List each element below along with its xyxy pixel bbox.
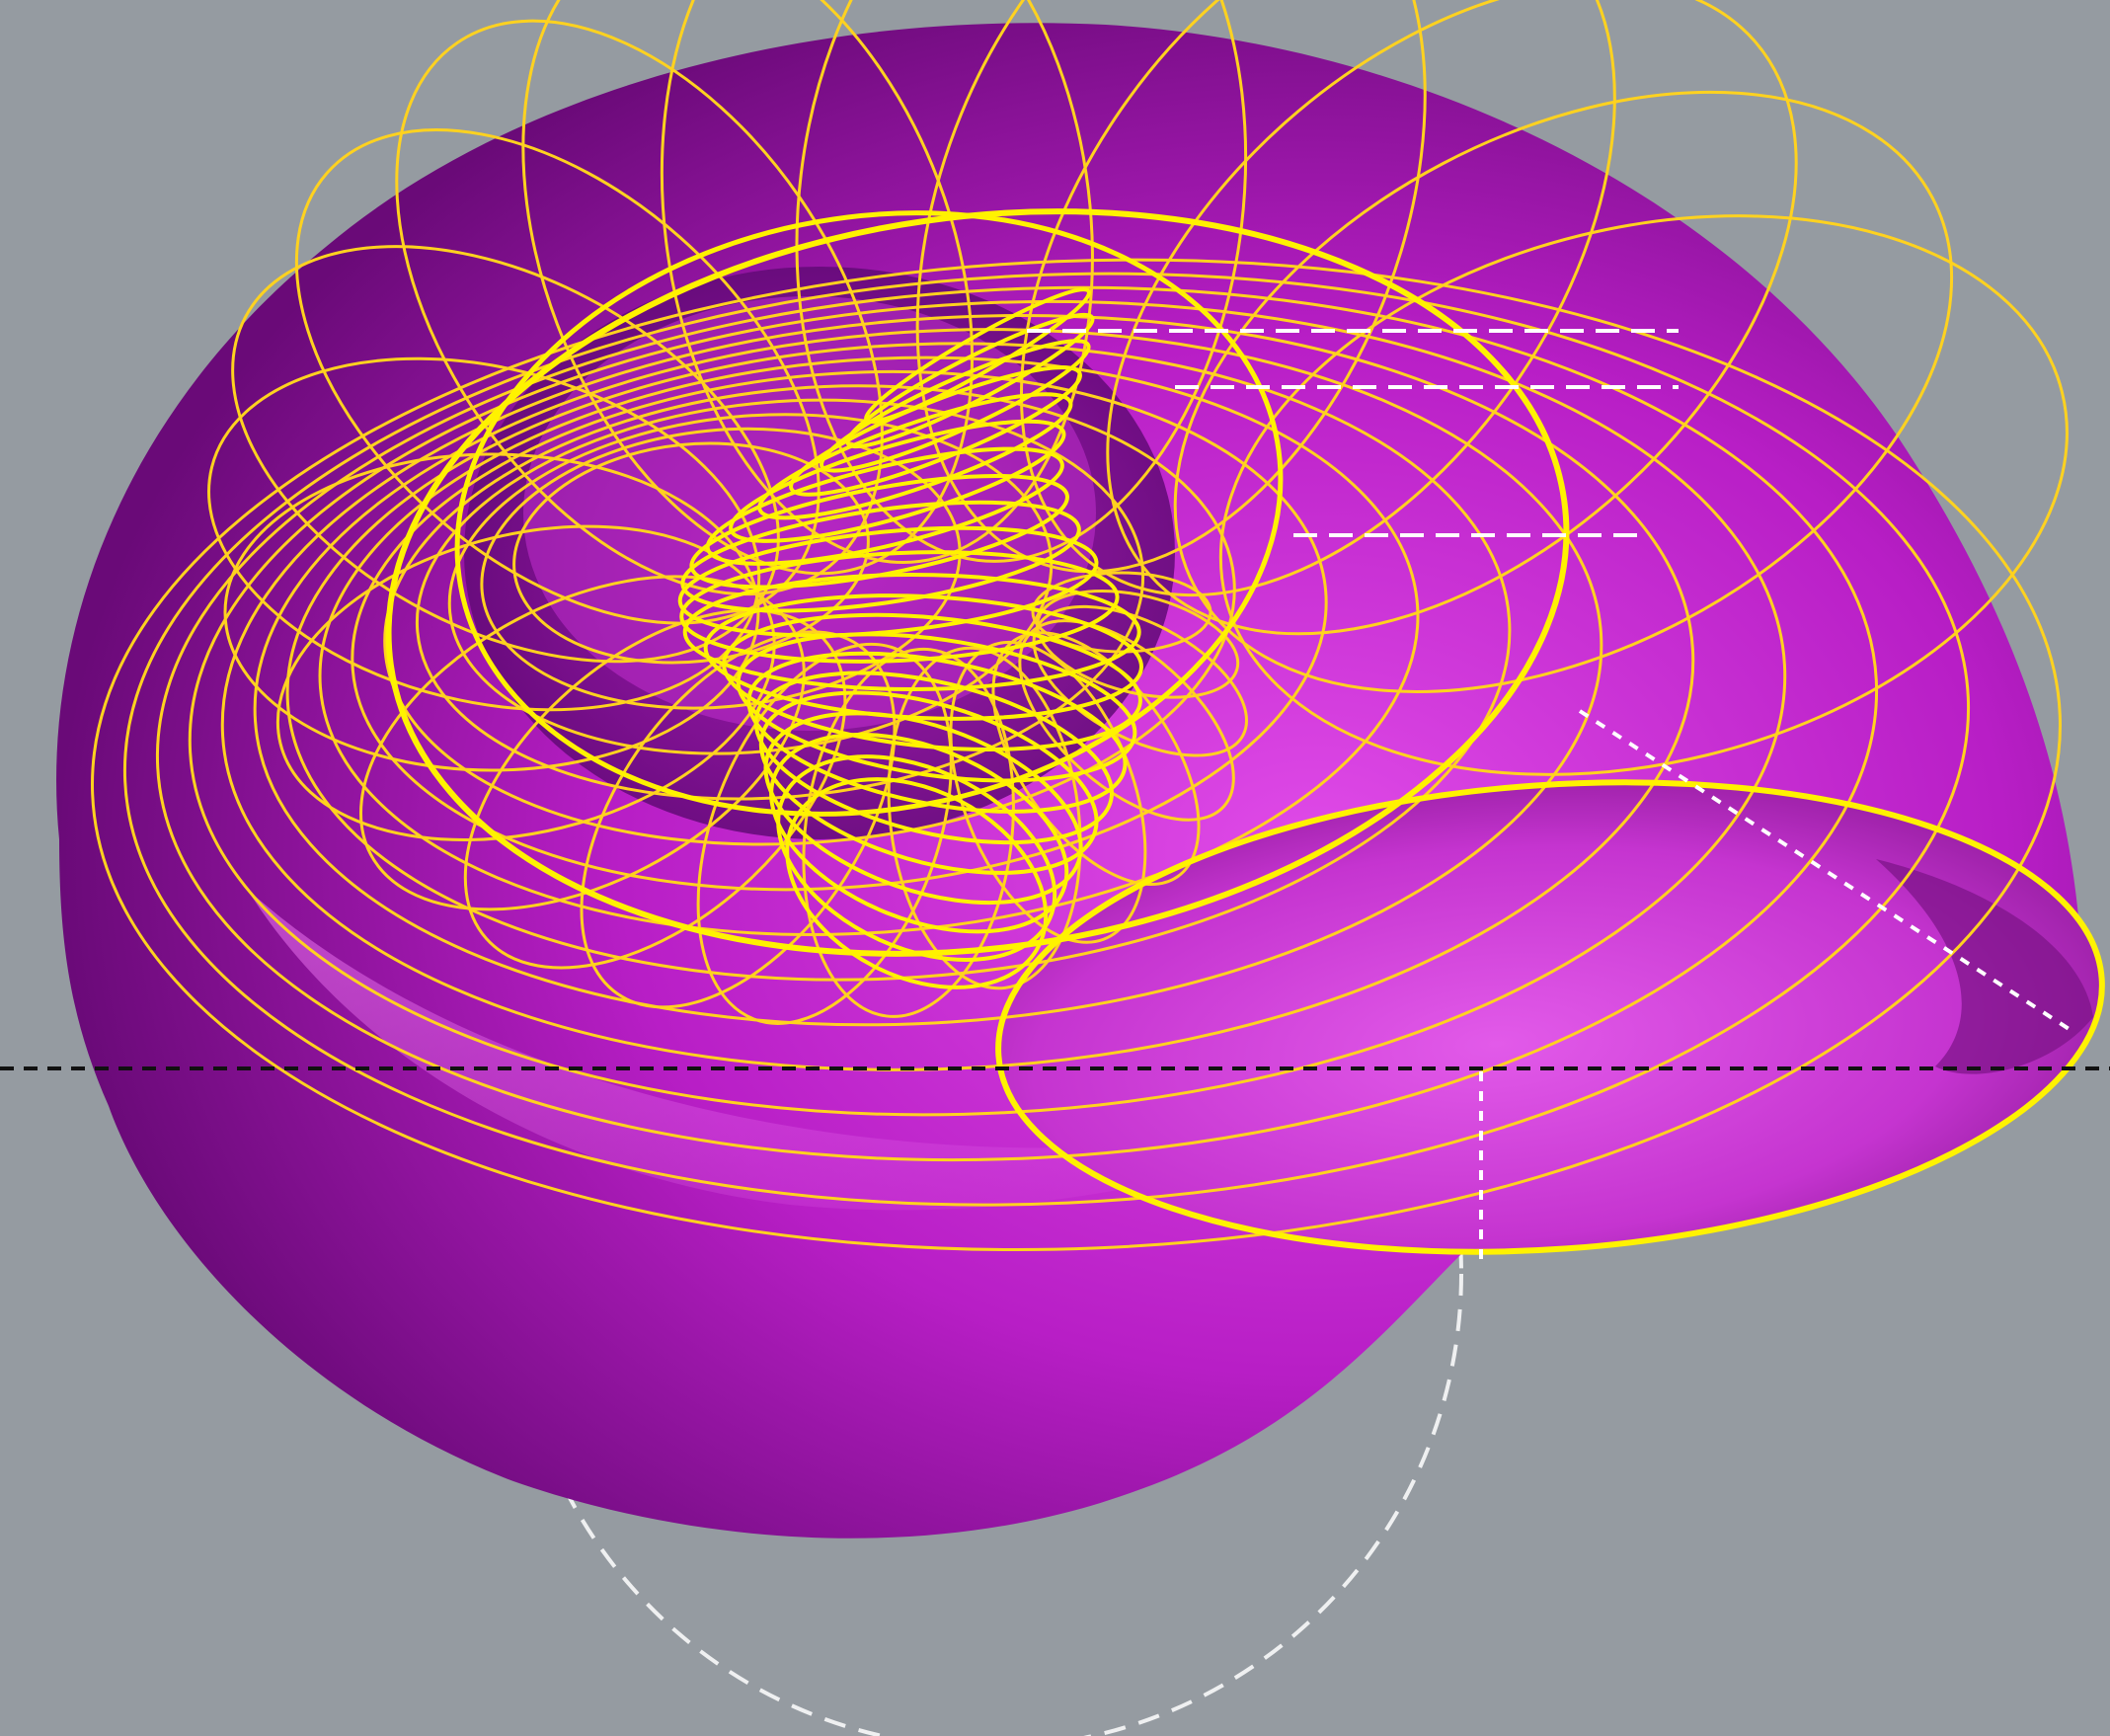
core-spiral-loop [682,573,1141,691]
ring-ellipse [318,355,1420,936]
meridian-ellipse [887,646,1082,990]
core-spiral-loop [769,732,1069,934]
ring-ellipse [285,342,1512,982]
meridian-ellipse [660,0,1094,564]
core-spiral-loop [680,500,1081,613]
ring-ellipse [188,299,1787,1117]
meridian-ellipse [802,647,1015,1018]
meridian-ellipse [1218,214,2069,776]
meridian-ellipse [275,524,776,841]
meridian-ellipse [795,0,1248,563]
core-spiral-loop [845,312,1095,449]
ring-ellipse [415,398,1145,801]
aperture-inner-shadow [1876,859,2093,1074]
ring-ellipse [480,427,962,710]
ring-ellipse [91,258,2062,1251]
meridian-ellipse [1036,589,1240,699]
core-spiral-loop [679,550,1120,664]
aperture-opening [998,782,2102,1252]
core-spiral-loop [677,525,1099,638]
core-spiral-loop [785,777,1049,989]
base-circle-guide [511,798,1463,1736]
spiral-outline-outer [385,208,1570,957]
meridian-ellipse [359,575,806,911]
ring-ellipse [383,384,1236,846]
ring-ellipse [155,285,1879,1162]
meridian-ellipse [1173,90,1954,693]
core-spiral-loop [753,671,1115,845]
core-spiral-loop [758,690,1099,875]
ring-ellipse [253,328,1603,1027]
spiral-outline-aperture [995,779,2105,1255]
core-spiral-loop [736,632,1137,783]
core-spiral-loop [789,365,1082,497]
meridian-ellipse [991,631,1201,887]
spiral-outline-mid [454,210,1284,817]
meridian-ellipse [231,245,780,664]
core-spiral-loop [705,446,1064,566]
ring-ellipse [122,272,1971,1207]
meridian-ellipse [463,608,847,970]
meridian-ellipse [294,128,821,625]
shell-highlight [247,889,1501,1211]
core-spiral-loop [763,711,1083,906]
core-spiral-loop [757,392,1073,520]
ring-ellipse [351,369,1328,892]
core-spiral-loop [703,593,1143,721]
meridian-ellipse [1106,0,1798,636]
meridian-ellipse [949,640,1147,944]
core-spiral-loop [776,754,1057,963]
